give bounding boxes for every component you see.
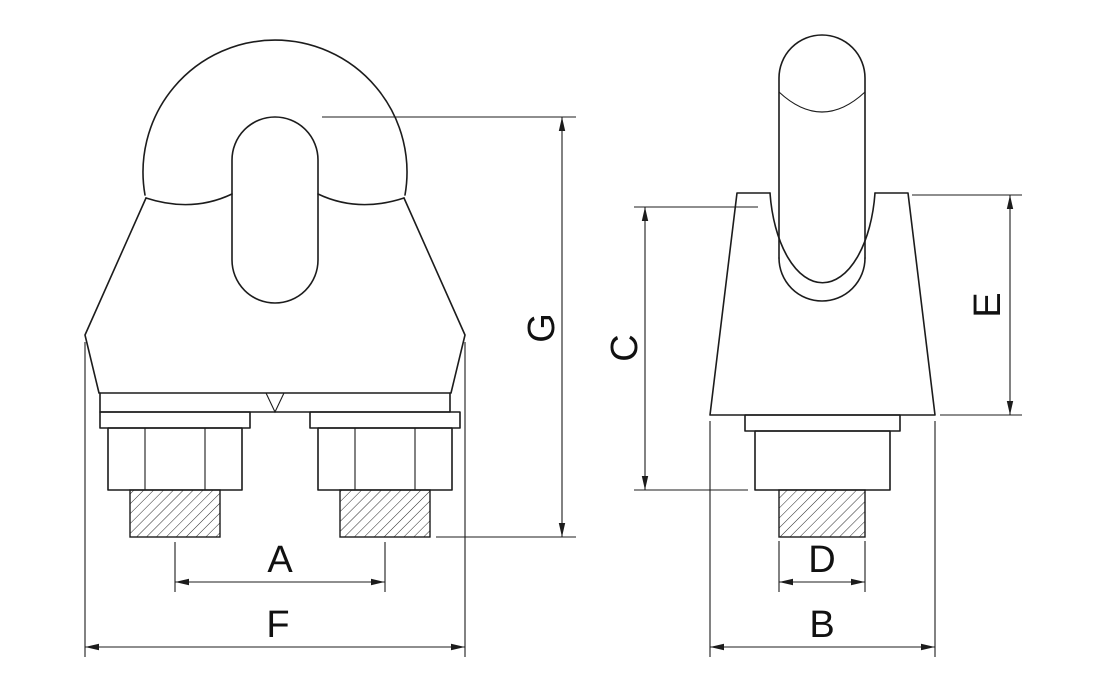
side-view	[709, 34, 936, 538]
rod-bottom-bend	[778, 257, 866, 302]
dim-d-label: D	[808, 539, 835, 581]
side-washer	[744, 414, 901, 432]
saddle-base-notch	[265, 392, 285, 414]
dim-c-arrow-top	[641, 207, 649, 221]
right-threaded-stud	[339, 489, 431, 538]
dim-g-extension-lines	[322, 116, 576, 538]
dim-c-arrow-bottom	[641, 476, 649, 490]
dim-d-arrow-right	[851, 578, 865, 586]
saddle-seat-curve	[769, 192, 876, 284]
left-washer	[99, 411, 251, 429]
right-washer	[309, 411, 461, 429]
rod	[778, 34, 866, 259]
side-body	[709, 192, 936, 416]
saddle-body	[84, 197, 466, 394]
dim-f-extension-lines	[84, 342, 466, 657]
dim-c-extension-lines	[634, 206, 758, 491]
dimensions: G A F C	[84, 116, 1022, 657]
dim-e-arrow-top	[1006, 195, 1014, 209]
rod-bend-contour	[778, 91, 866, 113]
saddle-base-band	[99, 392, 451, 413]
right-nut-facet-lines	[354, 428, 416, 490]
dim-a-extension-lines	[174, 542, 386, 592]
dimension-f: F	[84, 342, 466, 657]
dim-d-extension-lines	[778, 541, 866, 592]
dimension-d: D	[778, 539, 866, 592]
u-bolt-bow	[142, 39, 408, 196]
dimension-e: E	[912, 194, 1022, 416]
front-view	[84, 39, 466, 538]
dim-e-label: E	[967, 292, 1009, 317]
dimension-c: C	[604, 206, 758, 491]
dim-e-extension-lines	[912, 194, 1022, 416]
dim-f-arrow-left	[85, 643, 99, 651]
dimension-a: A	[174, 539, 386, 592]
dim-f-arrow-right	[451, 643, 465, 651]
saddle-top-edge	[145, 193, 405, 206]
left-nut	[107, 427, 243, 491]
rope-opening	[231, 116, 319, 304]
side-threaded-stud	[778, 489, 866, 538]
left-nut-facet-lines	[144, 428, 206, 490]
dim-b-arrow-right	[921, 643, 935, 651]
dim-b-extension-lines	[709, 421, 936, 657]
dim-a-arrow-left	[175, 578, 189, 586]
dim-c-label: C	[604, 334, 646, 361]
dim-a-label: A	[267, 539, 293, 581]
dim-f-label: F	[266, 604, 289, 646]
right-nut	[317, 427, 453, 491]
dim-g-arrow-bottom	[558, 523, 566, 537]
side-nut	[754, 430, 891, 491]
dim-g-label: G	[521, 313, 563, 343]
dim-g-arrow-top	[558, 117, 566, 131]
left-threaded-stud	[129, 489, 221, 538]
dim-b-label: B	[809, 604, 834, 646]
dim-e-arrow-bottom	[1006, 401, 1014, 415]
dimension-b: B	[709, 421, 936, 657]
dimension-g: G	[322, 116, 576, 538]
dim-b-arrow-left	[710, 643, 724, 651]
dim-d-arrow-left	[779, 578, 793, 586]
dim-a-arrow-right	[371, 578, 385, 586]
